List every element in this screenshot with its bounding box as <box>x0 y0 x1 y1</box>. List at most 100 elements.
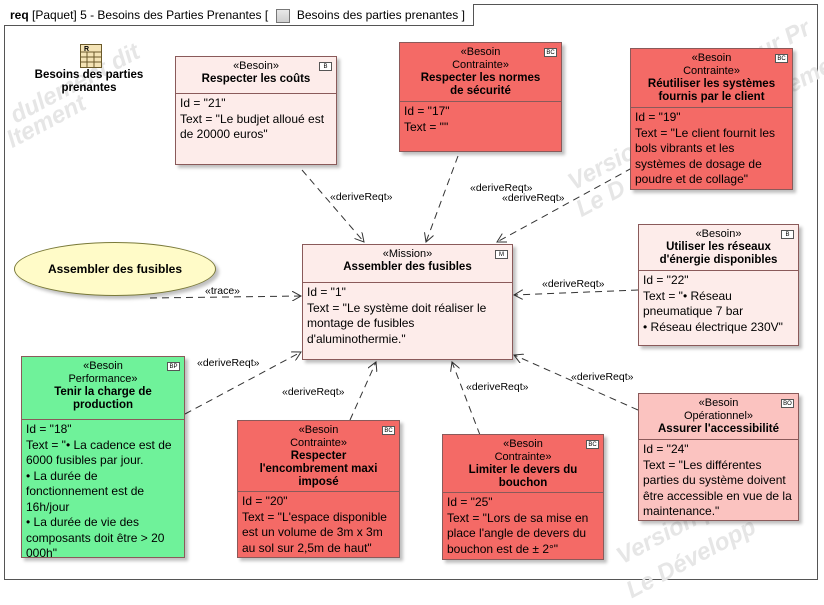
diagram-icon <box>275 8 290 23</box>
mission-line: Id = "1" <box>307 285 346 299</box>
requirement-line: Id = "25" <box>447 495 493 509</box>
diagram-type: req <box>10 8 29 22</box>
requirement-line: bouchon est de ± 2°" <box>447 541 559 556</box>
diagram-tab[interactable]: req [Paquet] 5 - Besoins des Parties Pre… <box>4 4 474 26</box>
requirement-stereotype: Contrainte» <box>683 65 740 77</box>
requirement-stereotype: «Besoin <box>460 46 501 58</box>
relation-line-22[interactable] <box>514 289 639 295</box>
mission-line: d'aluminothermie." <box>307 331 406 346</box>
mission-box[interactable]: «Mission» Assembler des fusibles M Id = … <box>302 244 513 360</box>
requirement-icon: BP <box>167 362 180 371</box>
requirement-name: Tenir la charge de <box>54 386 152 398</box>
relation-label: «deriveReqt» <box>282 386 345 398</box>
requirement-stereotype: «Besoin <box>298 424 339 436</box>
relation-line-21[interactable] <box>301 169 364 242</box>
requirement-line: Text = "Le budjet alloué est <box>180 111 325 126</box>
requirement-line: Text = "" <box>404 119 449 134</box>
requirement-line: 000h" <box>26 546 57 560</box>
requirement-icon: B <box>781 230 794 239</box>
usecase-label: Assembler des fusibles <box>47 262 183 276</box>
package-icon[interactable]: R <box>80 44 102 68</box>
requirement-stereotype: Contrainte» <box>290 437 347 449</box>
requirement-stereotype: «Besoin» <box>233 60 279 72</box>
requirement-line: Id = "20" <box>242 494 288 508</box>
relation-label: «deriveReqt» <box>197 357 260 369</box>
requirement-line: Id = "22" <box>643 273 689 287</box>
requirement-icon: BC <box>382 426 395 435</box>
requirement-name: Respecter les normes <box>420 72 541 84</box>
diagram-title: 5 - Besoins des Parties Prenantes [ <box>80 8 269 22</box>
relation-line-25[interactable] <box>452 362 481 436</box>
requirement-line: Text = "Le client fournit les <box>635 125 775 140</box>
requirement-name: Limiter le devers du <box>468 464 578 476</box>
requirement-line: est un volume de 3m x 3m <box>242 525 383 539</box>
requirement-stereotype: Opérationnel» <box>683 410 754 422</box>
diagram-close-bracket: ] <box>461 8 465 22</box>
diagram-name: Besoins des parties prenantes <box>296 8 459 22</box>
relation-label: «deriveReqt» <box>571 371 634 383</box>
usecase-assembler-des-fusibles[interactable]: Assembler des fusibles <box>14 242 216 296</box>
requirement-icon: BC <box>775 54 788 63</box>
requirement-line: poudre et de collage" <box>635 172 749 186</box>
requirement-line: • La durée de <box>26 468 98 483</box>
mission-icon: M <box>495 250 508 259</box>
mission-stereotype: «Mission» <box>382 248 433 260</box>
requirement-name: Utiliser les réseaux <box>666 241 771 253</box>
requirement-line: • Réseau électrique 230V" <box>643 319 783 334</box>
requirement-name: Assurer l'accessibilité <box>658 423 779 435</box>
requirement-name: bouchon <box>498 477 548 489</box>
requirement-stereotype: «Besoin <box>698 397 739 409</box>
requirement-icon: BC <box>544 48 557 57</box>
requirement-name: l'encombrement maxi <box>259 463 378 475</box>
requirement-stereotype: Contrainte» <box>494 451 552 463</box>
requirement-name: Respecter <box>290 450 347 462</box>
requirement-name: imposé <box>298 476 339 488</box>
relation-line-20[interactable] <box>349 362 376 421</box>
relation-line-19[interactable] <box>497 167 633 242</box>
requirement-icon: BC <box>586 440 599 449</box>
relation-line-18[interactable] <box>184 352 301 415</box>
relation-line-17[interactable] <box>426 155 459 242</box>
requirement-line: fonctionnement est de <box>26 484 145 498</box>
connectors <box>149 155 639 436</box>
requirement-line: composants doit être > 20 <box>26 530 165 545</box>
package-label: Besoins des parties prenantes <box>34 69 144 94</box>
requirement-line: 6000 fusibles par jour. <box>26 453 144 467</box>
requirement-line: Text = "Lors de sa mise en <box>447 510 589 525</box>
requirement-line: • La durée de vie des <box>26 515 139 529</box>
requirement-line: Text = "• La cadence est de <box>26 437 172 452</box>
requirement-line: être accessible en vue de la <box>643 488 792 503</box>
requirement-line: Id = "19" <box>635 110 681 124</box>
requirement-name: Réutiliser les systèmes <box>647 78 776 90</box>
requirement-line: Id = "17" <box>404 104 450 118</box>
requirement-line: Text = "• Réseau <box>643 288 732 303</box>
requirement-name: d'énergie disponibles <box>659 254 778 266</box>
relation-label: «deriveReqt» <box>330 191 393 203</box>
relation-label: «deriveReqt» <box>542 278 605 290</box>
requirement-line: pneumatique 7 bar <box>643 304 744 318</box>
requirement-name: production <box>72 399 134 411</box>
relation-line-24[interactable] <box>514 355 639 411</box>
relation-label: «deriveReqt» <box>502 192 565 204</box>
requirement-body: Id = "17"Text = "" <box>400 101 561 151</box>
relation-line-trace[interactable] <box>149 296 301 298</box>
